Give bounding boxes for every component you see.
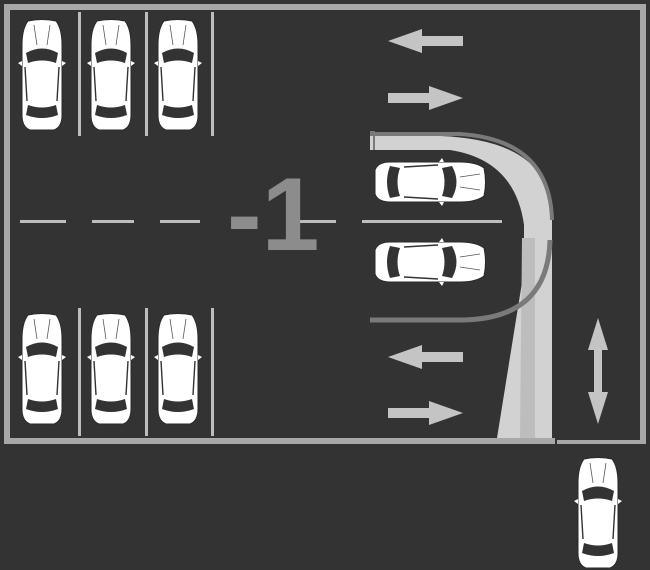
- ramp-border: [370, 132, 554, 221]
- car-entry: [573, 456, 623, 569]
- top-bay-lines: [78, 12, 214, 136]
- bottom-bay-lines: [78, 308, 214, 436]
- car-ramp-1: [375, 158, 486, 206]
- lane-arrow-top-right: [388, 86, 463, 110]
- car-top-1: [17, 18, 67, 131]
- car-bottom-3: [153, 312, 203, 425]
- ramp-edge: [520, 238, 535, 438]
- u-turn-curve: [370, 239, 553, 323]
- lane-arrow-bottom-left: [388, 345, 463, 369]
- car-top-2: [86, 18, 136, 131]
- car-ramp-2: [375, 238, 486, 286]
- lane-arrow-bottom-right: [388, 401, 463, 425]
- center-dashed-line: [20, 220, 502, 223]
- lane-arrow-top-left: [388, 29, 463, 53]
- car-bottom-1: [17, 312, 67, 425]
- car-top-3: [153, 18, 203, 131]
- entry-arrow-updown: [588, 318, 608, 424]
- level-number: -1: [227, 157, 319, 273]
- entry-threshold: [557, 440, 640, 444]
- car-bottom-2: [86, 312, 136, 425]
- ramp-inner-line: [370, 131, 375, 150]
